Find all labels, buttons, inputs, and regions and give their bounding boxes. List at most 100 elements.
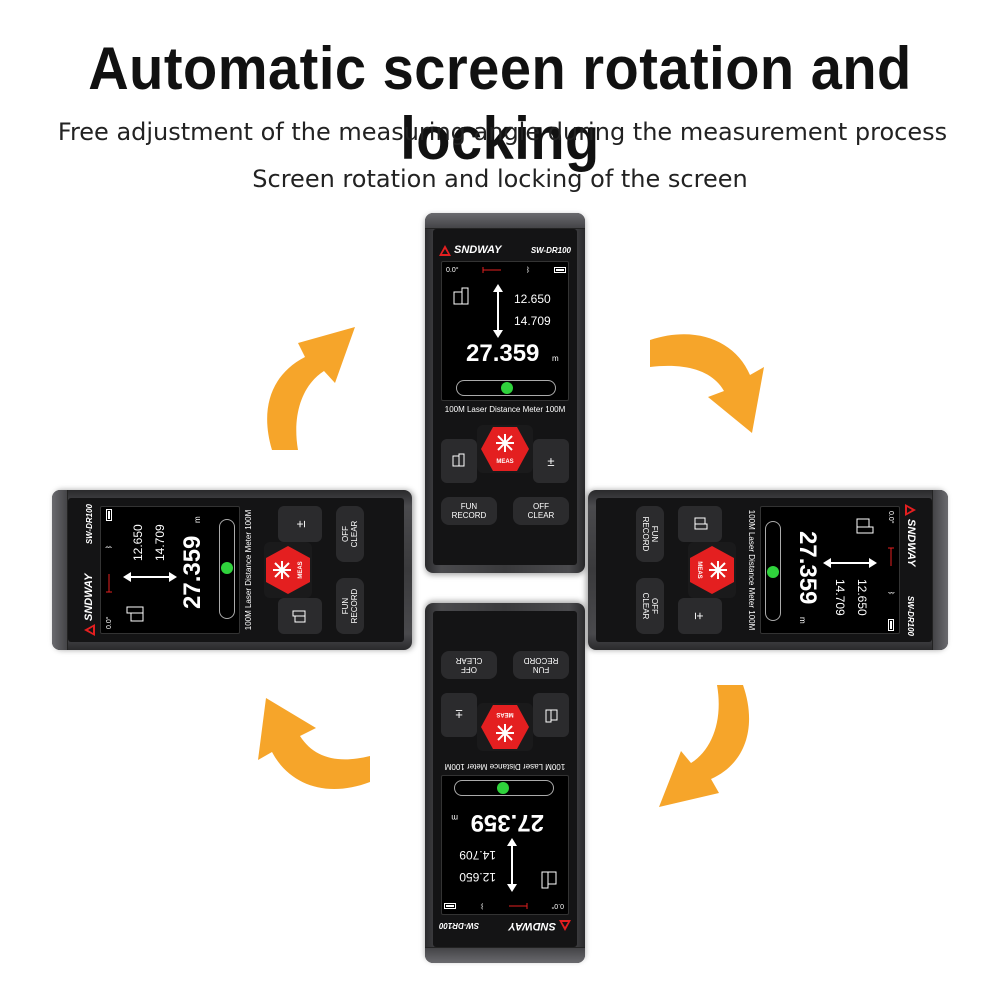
reading-2: 14.709 (833, 579, 847, 616)
model-name: SW-DR100 (906, 595, 916, 636)
brand-mark-icon (439, 244, 451, 256)
curved-arrow-top-left-icon (267, 327, 355, 450)
device-bottom: SNDWAY SW-DR100 0.0° ᛒ 12.650 14.709 27.… (425, 603, 585, 963)
off-clear-button[interactable]: OFF CLEAR (441, 651, 497, 679)
plus-minus-button[interactable]: ± (441, 693, 477, 737)
battery-icon (888, 618, 894, 631)
status-pill (454, 780, 554, 796)
mode-button-icon (694, 517, 708, 530)
mode-button-icon (545, 709, 558, 723)
mode-button[interactable] (278, 598, 322, 634)
angle-readout: 0.0° (446, 266, 459, 274)
battery-icon (106, 509, 112, 522)
reading-2: 14.709 (153, 524, 167, 561)
brand-row: SNDWAY SW-DR100 (80, 504, 98, 636)
model-name: SW-DR100 (84, 504, 94, 545)
mode-icon (541, 871, 557, 889)
mode-button-icon (452, 453, 465, 467)
fun-label: FUN (341, 597, 350, 615)
record-label: RECORD (451, 511, 487, 520)
meas-label: MEAS (298, 561, 304, 579)
brand-row: SNDWAY SW-DR100 (439, 917, 571, 935)
meas-hex: MEAS (481, 705, 529, 749)
mode-button-icon (292, 610, 306, 623)
screen: 0.0° ᛒ 12.650 14.709 27.359 m (441, 261, 569, 401)
reading-2: 14.709 (459, 848, 496, 862)
device-left: SNDWAY SW-DR100 0.0° ᛒ 12.650 14.709 27.… (52, 490, 412, 650)
angle-readout: 0.0° (551, 902, 564, 910)
brand-logo: SNDWAY (83, 574, 95, 636)
off-clear-button[interactable]: OFF CLEAR (513, 497, 569, 525)
brand-name: SNDWAY (83, 573, 95, 621)
headline: Automatic screen rotation and locking (88, 33, 912, 173)
plus-minus-button[interactable]: ± (278, 506, 322, 542)
brand-name: SNDWAY (905, 519, 917, 567)
meas-hex: MEAS (266, 546, 310, 594)
bluetooth-icon: ᛒ (526, 266, 531, 274)
reading-1: 12.650 (855, 579, 869, 616)
meas-hex: MEAS (690, 546, 734, 594)
mode-icon (453, 287, 469, 305)
plus-minus-button[interactable]: ± (533, 439, 569, 483)
record-label: RECORD (523, 656, 559, 665)
device-cap (52, 490, 68, 650)
unit: m (193, 516, 202, 523)
indicator-dot (501, 382, 513, 394)
meas-label: MEAS (696, 561, 702, 579)
battery-icon (553, 267, 566, 273)
plus-minus-button[interactable]: ± (678, 598, 722, 634)
model-name: SW-DR100 (439, 921, 480, 931)
model-name: SW-DR100 (530, 245, 571, 255)
vertical-arrow-icon (123, 572, 177, 582)
angle-readout: 0.0° (887, 511, 895, 524)
meas-label: MEAS (496, 711, 514, 717)
laser-star-icon (708, 560, 728, 580)
brand-name: SNDWAY (508, 920, 556, 932)
indicator-dot (767, 566, 779, 578)
status-bar: 0.0° ᛒ (886, 511, 896, 631)
meas-button[interactable]: MEAS (264, 542, 312, 598)
mode-icon (126, 606, 144, 622)
unit: m (552, 354, 559, 363)
reading-1: 12.650 (131, 524, 145, 561)
device-cap (932, 490, 948, 650)
off-label: OFF (341, 526, 350, 542)
mode-icon (856, 518, 874, 534)
main-reading: 27.359 (179, 535, 206, 609)
laser-star-icon (496, 434, 514, 452)
vertical-arrow-icon (823, 558, 877, 568)
reading-1: 12.650 (514, 292, 551, 306)
status-bar: 0.0° ᛒ (104, 509, 114, 629)
meas-hex: MEAS (481, 427, 529, 471)
meas-button[interactable]: MEAS (477, 425, 533, 473)
fun-record-button[interactable]: FUN RECORD (636, 506, 664, 562)
status-pill (765, 521, 781, 621)
reading-1: 12.650 (459, 870, 496, 884)
main-reading: 27.359 (794, 531, 821, 605)
status-bar: 0.0° ᛒ (444, 901, 564, 911)
brand-row: SNDWAY SW-DR100 (902, 504, 920, 636)
meas-button[interactable]: MEAS (688, 542, 736, 598)
curved-arrow-bottom-right-icon (659, 685, 750, 807)
brand-logo: SNDWAY (509, 920, 571, 932)
angle-readout: 0.0° (105, 616, 113, 629)
mode-button[interactable] (678, 506, 722, 542)
brand-mark-icon (559, 920, 571, 932)
off-clear-button[interactable]: OFF CLEAR (636, 578, 664, 634)
fun-record-button[interactable]: FUN RECORD (441, 497, 497, 525)
fun-record-button[interactable]: FUN RECORD (513, 651, 569, 679)
brand-mark-icon (905, 504, 917, 516)
indicator-dot (497, 782, 509, 794)
device-cap (425, 213, 585, 229)
battery-icon (444, 903, 457, 909)
unit: m (798, 617, 807, 624)
bluetooth-icon: ᛒ (479, 902, 484, 910)
mode-button[interactable] (533, 693, 569, 737)
meas-button[interactable]: MEAS (477, 703, 533, 751)
device-caption: 100M Laser Distance Meter 100M (444, 405, 566, 414)
fun-label: FUN (460, 502, 478, 511)
device-caption: 100M Laser Distance Meter 100M (444, 762, 566, 771)
fun-record-button[interactable]: FUN RECORD (336, 578, 364, 634)
off-clear-button[interactable]: OFF CLEAR (336, 506, 364, 562)
mode-button[interactable] (441, 439, 477, 483)
